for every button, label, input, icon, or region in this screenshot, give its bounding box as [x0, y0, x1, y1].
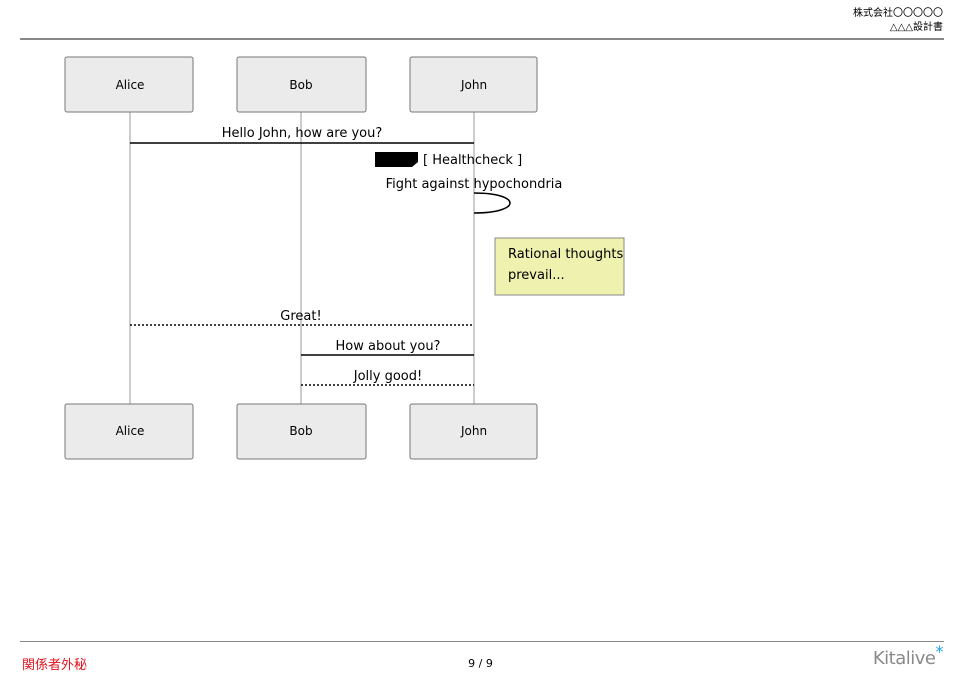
participant-john-bottom: John: [409, 403, 538, 460]
document-title: △△△設計書: [889, 22, 943, 33]
message-label-how-about: How about you?: [336, 339, 441, 354]
participant-label: John: [460, 78, 487, 92]
participant-label: Alice: [116, 78, 145, 92]
company-name: 株式会社〇〇〇〇〇: [853, 8, 943, 19]
header-rule: [20, 38, 944, 40]
note: Rational thoughts prevail...: [494, 237, 625, 296]
participant-label: John: [460, 424, 487, 438]
self-message-loop: [473, 192, 511, 214]
participant-bob-bottom: Bob: [236, 403, 367, 460]
confidential-label: 関係者外秘: [22, 658, 88, 673]
note-line-2: prevail...: [508, 268, 565, 283]
participant-label: Alice: [116, 424, 145, 438]
participant-label: Bob: [289, 424, 312, 438]
message-label-self: Fight against hypochondria: [386, 177, 563, 192]
message-label-hello: Hello John, how are you?: [222, 126, 383, 141]
participant-alice-bottom: Alice: [64, 403, 194, 460]
group-tab: [375, 152, 418, 167]
group-label-healthcheck: [ Healthcheck ]: [423, 153, 522, 168]
note-line-1: Rational thoughts: [508, 247, 623, 262]
participant-alice-top: Alice: [64, 56, 194, 113]
document-header: 株式会社〇〇〇〇〇 △△△設計書: [853, 7, 943, 35]
footer-rule: [20, 641, 944, 642]
participant-label: Bob: [289, 78, 312, 92]
message-label-great: Great!: [280, 309, 321, 324]
company-logo: Kitalive*: [872, 642, 944, 669]
participant-john-top: John: [409, 56, 538, 113]
logo-asterisk-icon: *: [935, 642, 944, 661]
message-label-jolly: Jolly good!: [353, 369, 422, 384]
participant-bob-top: Bob: [236, 56, 367, 113]
logo-text: Kitalive: [872, 648, 936, 669]
page-number: 9 / 9: [468, 657, 493, 670]
